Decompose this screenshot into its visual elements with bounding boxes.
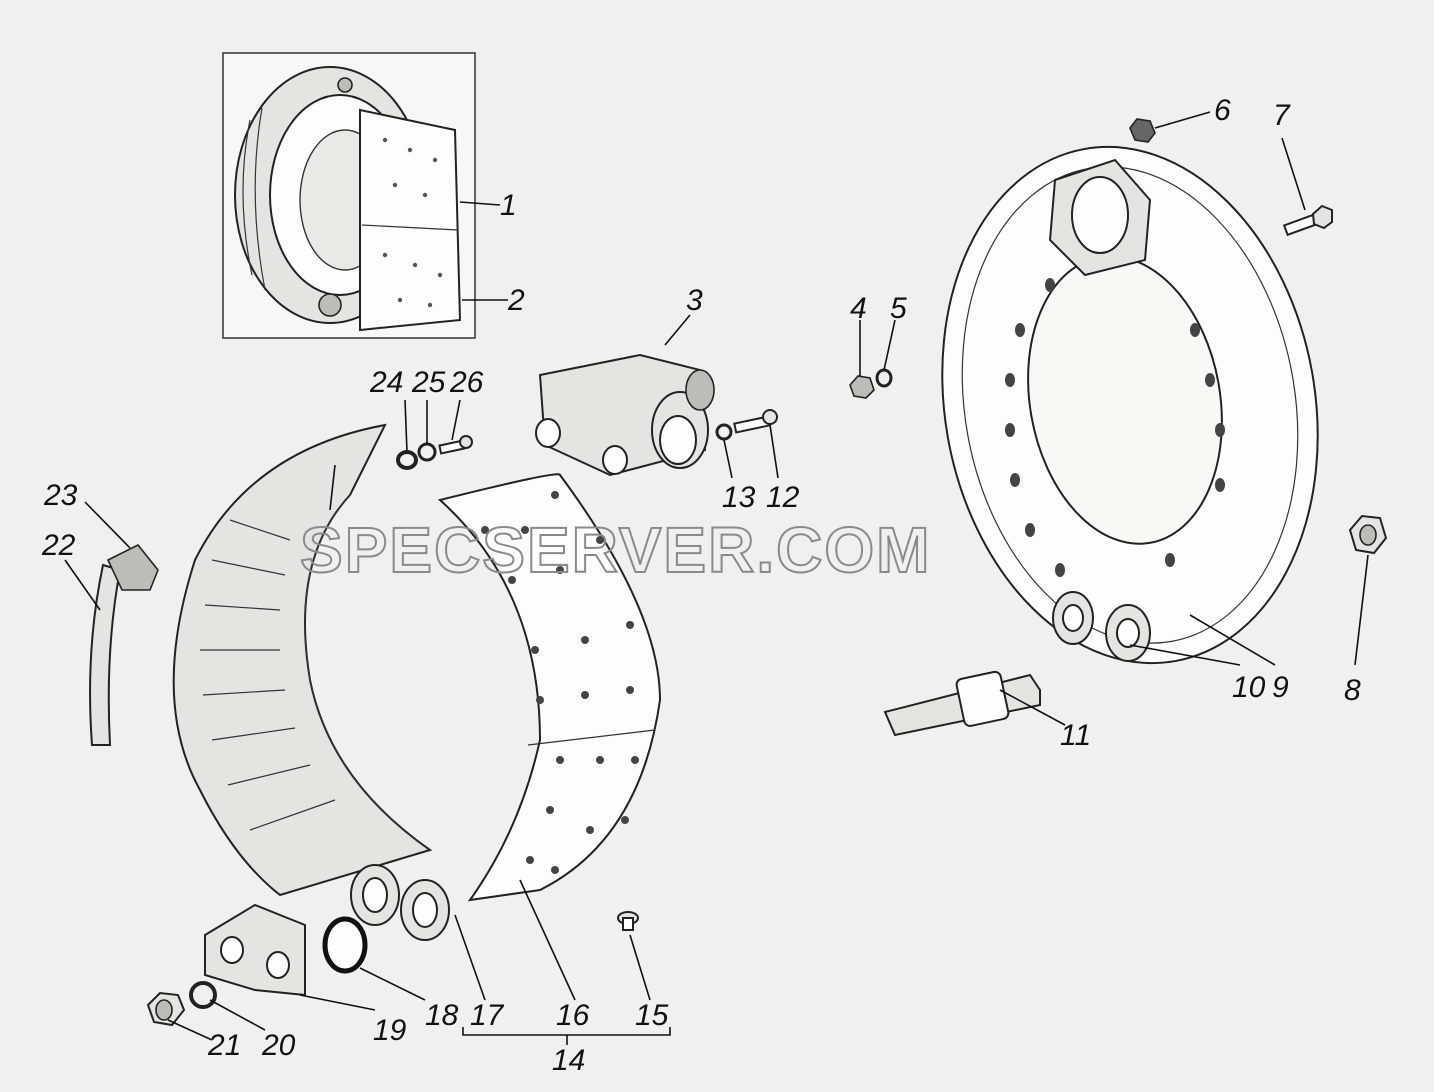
callout-1: 1 <box>500 189 517 222</box>
brake-lining-shoe <box>437 473 662 902</box>
callout-9: 9 <box>1272 671 1289 704</box>
callout-26: 26 <box>449 366 484 399</box>
callout-6: 6 <box>1214 94 1231 127</box>
callout-4: 4 <box>850 292 867 325</box>
nut-8 <box>1348 514 1388 555</box>
backing-plate <box>941 145 1319 665</box>
callout-5: 5 <box>890 292 907 325</box>
nut-6 <box>1129 118 1156 143</box>
callout-17: 17 <box>470 999 505 1032</box>
bushings <box>322 864 450 974</box>
callout-3: 3 <box>686 284 703 317</box>
callout-labels: 1 2 3 4 5 6 7 8 9 10 11 12 13 14 15 16 1… <box>41 94 1361 1077</box>
callout-12: 12 <box>766 481 800 514</box>
bolt-washers-24-26 <box>396 435 473 470</box>
callout-18: 18 <box>425 999 459 1032</box>
wear-sensor <box>89 543 159 746</box>
inset-assembled-brake <box>222 52 476 339</box>
callout-19: 19 <box>373 1014 407 1047</box>
callout-24: 24 <box>369 366 403 399</box>
callout-16: 16 <box>556 999 590 1032</box>
callout-20: 20 <box>261 1029 296 1062</box>
callout-8: 8 <box>1344 674 1361 707</box>
callout-23: 23 <box>43 479 78 512</box>
leader-lines <box>64 111 1369 1045</box>
bolt-washer-12-13 <box>715 409 778 441</box>
callout-2: 2 <box>507 284 525 317</box>
bolt-7 <box>1282 204 1333 237</box>
brake-shoe-left <box>172 423 433 897</box>
callout-13: 13 <box>722 481 756 514</box>
callout-22: 22 <box>41 529 76 562</box>
callout-7: 7 <box>1273 99 1291 132</box>
callout-11: 11 <box>1060 719 1091 752</box>
wheel-cylinder <box>535 353 715 477</box>
rivet <box>617 911 639 931</box>
callout-25: 25 <box>411 366 446 399</box>
nut-washer-4-5 <box>849 368 893 399</box>
callout-21: 21 <box>207 1029 241 1062</box>
anchor-plate <box>204 903 306 997</box>
watermark: SPECSERVER.COM <box>300 514 931 586</box>
callout-14: 14 <box>552 1044 585 1077</box>
anchor-pin <box>883 670 1041 737</box>
callout-10: 10 <box>1232 671 1266 704</box>
nut-washer <box>146 981 217 1027</box>
callout-15: 15 <box>635 999 669 1032</box>
